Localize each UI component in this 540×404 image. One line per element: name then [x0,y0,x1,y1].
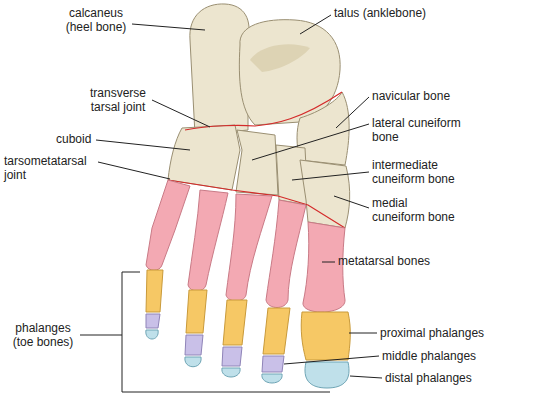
metatarsal-bone [226,194,272,301]
part-label: medial cuneiform bone [372,196,460,224]
leader-line [350,376,382,378]
metatarsals [146,180,345,312]
leader-line [98,162,170,179]
metatarsal-bone [146,180,190,270]
leader-line [132,24,205,30]
part-label: calcaneus (heel bone) [60,6,132,34]
phalanx-bone [185,357,201,367]
bracket [122,272,330,392]
part-label: metatarsal bones [338,254,430,268]
leader-line [322,262,335,263]
phalanx-bone [262,374,282,383]
leader-line [152,100,210,127]
part-label: cuboid [56,132,91,146]
phalanx-bone [186,290,207,333]
medial-cuneiform-bone [300,160,350,228]
part-label: middle phalanges [382,349,476,363]
phalanx-bone [185,335,203,355]
part-label: distal phalanges [385,371,472,385]
phalanx-bone [146,270,163,312]
tarsal-bones [168,4,350,228]
phalanx-bone [263,308,290,354]
part-label: navicular bone [372,89,450,103]
phalanx-bone [222,368,240,377]
metatarsal-bone [266,200,306,308]
lateral-cuneiform-bone [236,130,278,195]
leader-line [349,333,377,334]
leader-line [284,356,379,364]
phalanx-bone [305,362,349,388]
part-label: proximal phalanges [380,326,484,340]
proximal-phalanges [146,270,350,360]
transverse-joint-line [185,92,342,130]
part-label: lateral cuneiform bone [372,116,474,144]
leader-line [96,140,190,150]
phalanx-bone [222,347,242,366]
phalanx-bone [262,356,284,372]
middle-phalanges [146,314,284,372]
phalanges-bracket [80,272,330,392]
phalanx-bone [223,300,247,345]
part-label: transverse tarsal joint [84,86,152,114]
part-label: talus (anklebone) [334,6,426,20]
leader-line [334,196,369,208]
metatarsal-bone [188,190,228,291]
leader-line [80,335,122,336]
phalanx-bone [146,330,158,339]
phalanx-bone [146,314,160,328]
part-label: phalanges (toe bones) [8,321,78,349]
leader-line [252,124,369,160]
leader-line [292,172,369,180]
part-label: tarsometatarsal joint [4,154,98,182]
part-label: intermediate cuneiform bone [372,158,474,186]
leader-line [300,15,331,34]
distal-phalanges [146,330,349,388]
talus-shade [250,44,310,72]
leader-line [336,97,369,128]
phalanx-bone [301,312,350,360]
cuboid-bone [168,125,240,190]
leader-lines [96,15,382,378]
